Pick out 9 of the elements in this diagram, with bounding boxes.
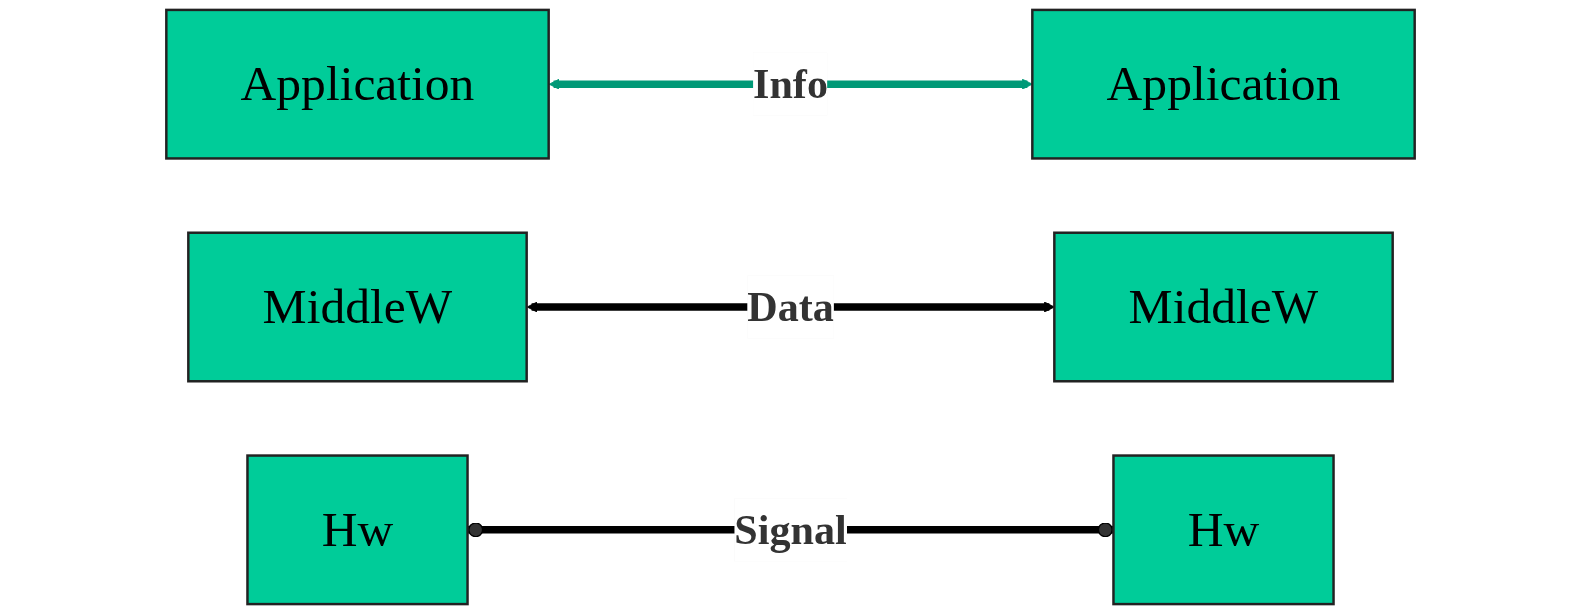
node-box [1053,231,1394,383]
node-box [1112,454,1335,606]
edge-label: Signal [734,506,847,553]
node-box [165,8,550,160]
edge-label: Info [753,61,828,108]
edge-label: Data [747,284,834,330]
node-box [187,231,528,383]
node-box [246,454,469,606]
node-box [1031,8,1416,160]
